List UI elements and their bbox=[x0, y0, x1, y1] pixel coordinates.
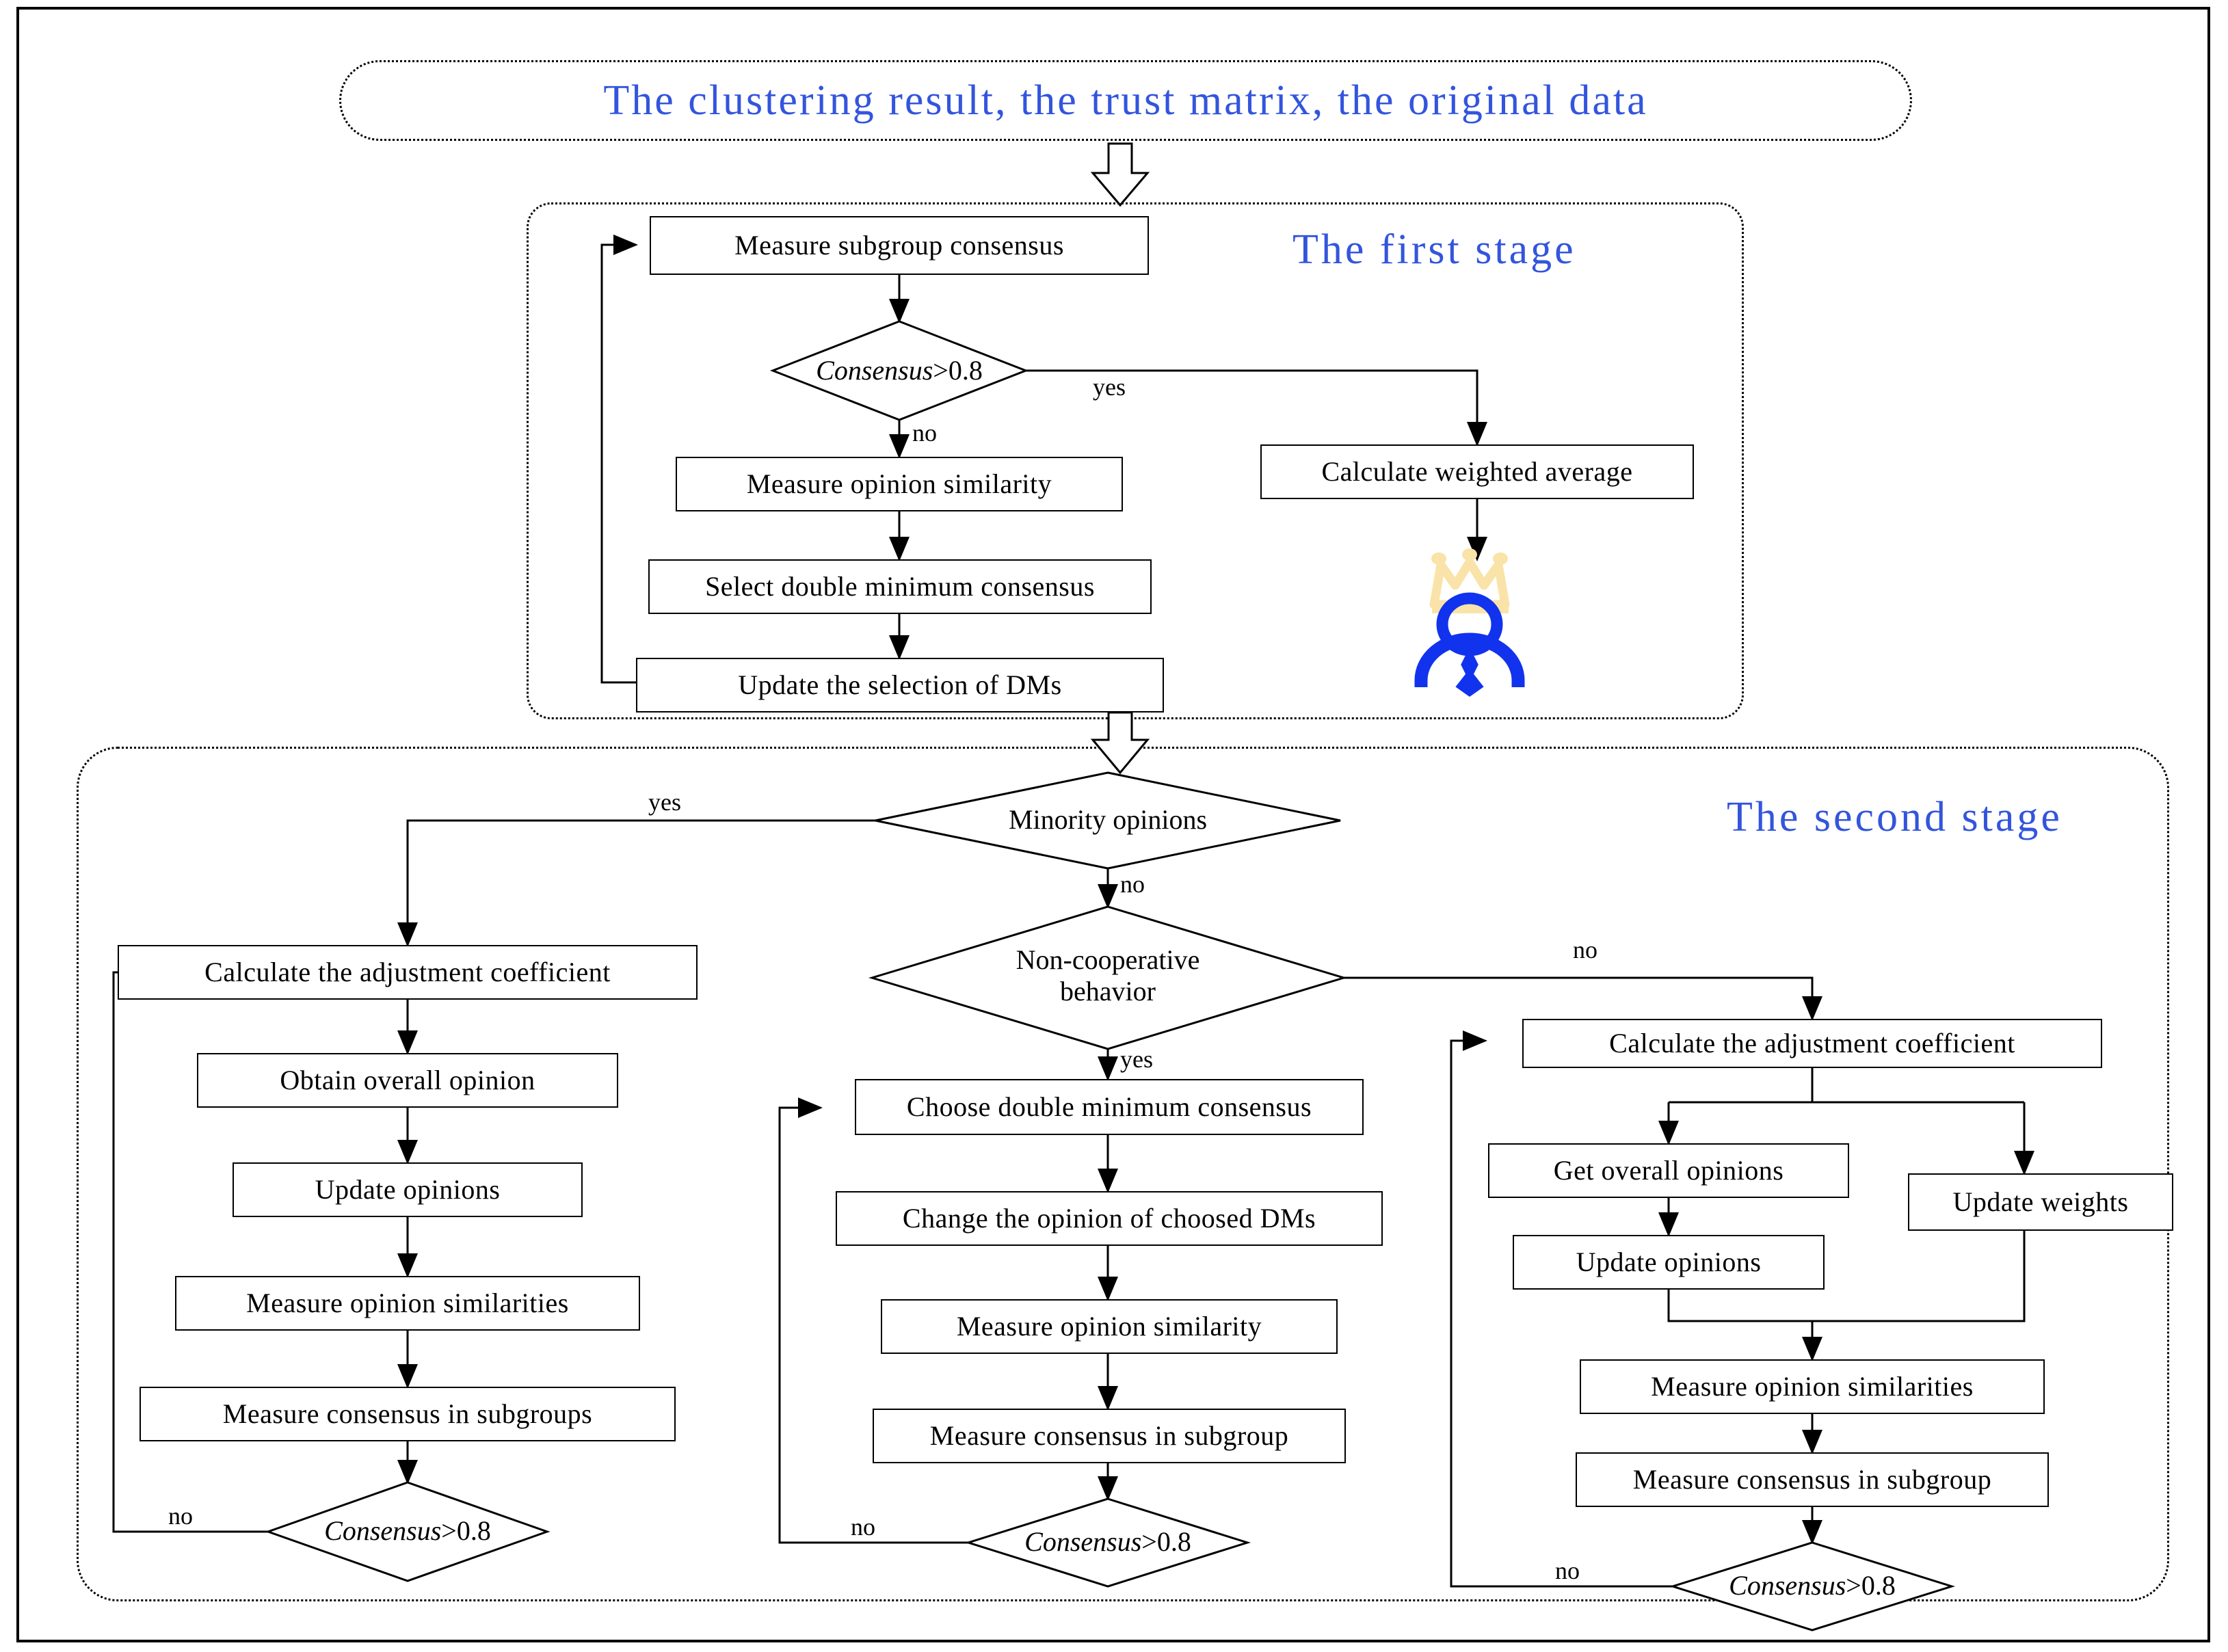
node-calculate-weighted-average[interactable]: Calculate weighted average bbox=[1260, 444, 1694, 499]
edge-label-minority-no: no bbox=[1120, 870, 1145, 898]
node-right-update-opinions[interactable]: Update opinions bbox=[1513, 1235, 1825, 1290]
node-mid-change-opinion-of-choosed-dms[interactable]: Change the opinion of choosed DMs bbox=[836, 1191, 1383, 1246]
node-measure-opinion-similarity[interactable]: Measure opinion similarity bbox=[676, 457, 1123, 511]
stage-2-title: The second stage bbox=[1727, 794, 2063, 840]
edge-label-yes-stage1: yes bbox=[1093, 373, 1126, 401]
node-left-calculate-adjustment-coefficient[interactable]: Calculate the adjustment coefficient bbox=[118, 945, 698, 1000]
node-mid-measure-consensus-in-subgroup[interactable]: Measure consensus in subgroup bbox=[873, 1409, 1346, 1463]
node-right-measure-consensus-in-subgroup[interactable]: Measure consensus in subgroup bbox=[1576, 1452, 2049, 1507]
start-text: The clustering result, the trust matrix,… bbox=[603, 77, 1648, 124]
node-measure-subgroup-consensus[interactable]: Measure subgroup consensus bbox=[650, 216, 1149, 275]
start-terminator: The clustering result, the trust matrix,… bbox=[339, 60, 1912, 141]
node-update-selection-of-dms[interactable]: Update the selection of DMs bbox=[636, 658, 1164, 712]
node-right-get-overall-opinions[interactable]: Get overall opinions bbox=[1488, 1143, 1849, 1198]
node-left-update-opinions[interactable]: Update opinions bbox=[233, 1162, 583, 1217]
edge-label-noncoop-yes: yes bbox=[1120, 1045, 1153, 1073]
node-right-calculate-adjustment-coefficient[interactable]: Calculate the adjustment coefficient bbox=[1522, 1019, 2102, 1068]
edge-label-right-loop-no: no bbox=[1555, 1557, 1580, 1584]
edge-label-minority-yes: yes bbox=[648, 788, 681, 816]
edge-label-noncoop-no: no bbox=[1573, 936, 1597, 963]
node-right-measure-opinion-similarities[interactable]: Measure opinion similarities bbox=[1580, 1359, 2045, 1414]
node-left-obtain-overall-opinion[interactable]: Obtain overall opinion bbox=[197, 1053, 618, 1108]
outer-frame bbox=[16, 7, 2210, 1642]
stage-1-title: The first stage bbox=[1292, 226, 1576, 273]
node-select-double-minimum-consensus[interactable]: Select double minimum consensus bbox=[648, 559, 1152, 614]
edge-label-left-loop-no: no bbox=[168, 1502, 193, 1530]
node-right-update-weights[interactable]: Update weights bbox=[1908, 1173, 2173, 1231]
node-left-measure-consensus-in-subgroups[interactable]: Measure consensus in subgroups bbox=[140, 1387, 676, 1441]
edge-label-middle-loop-no: no bbox=[851, 1513, 875, 1541]
node-mid-measure-opinion-similarity[interactable]: Measure opinion similarity bbox=[881, 1299, 1338, 1354]
node-mid-choose-double-minimum-consensus[interactable]: Choose double minimum consensus bbox=[855, 1079, 1364, 1135]
edge-label-no-stage1: no bbox=[912, 419, 937, 447]
node-left-measure-opinion-similarities[interactable]: Measure opinion similarities bbox=[175, 1276, 640, 1331]
